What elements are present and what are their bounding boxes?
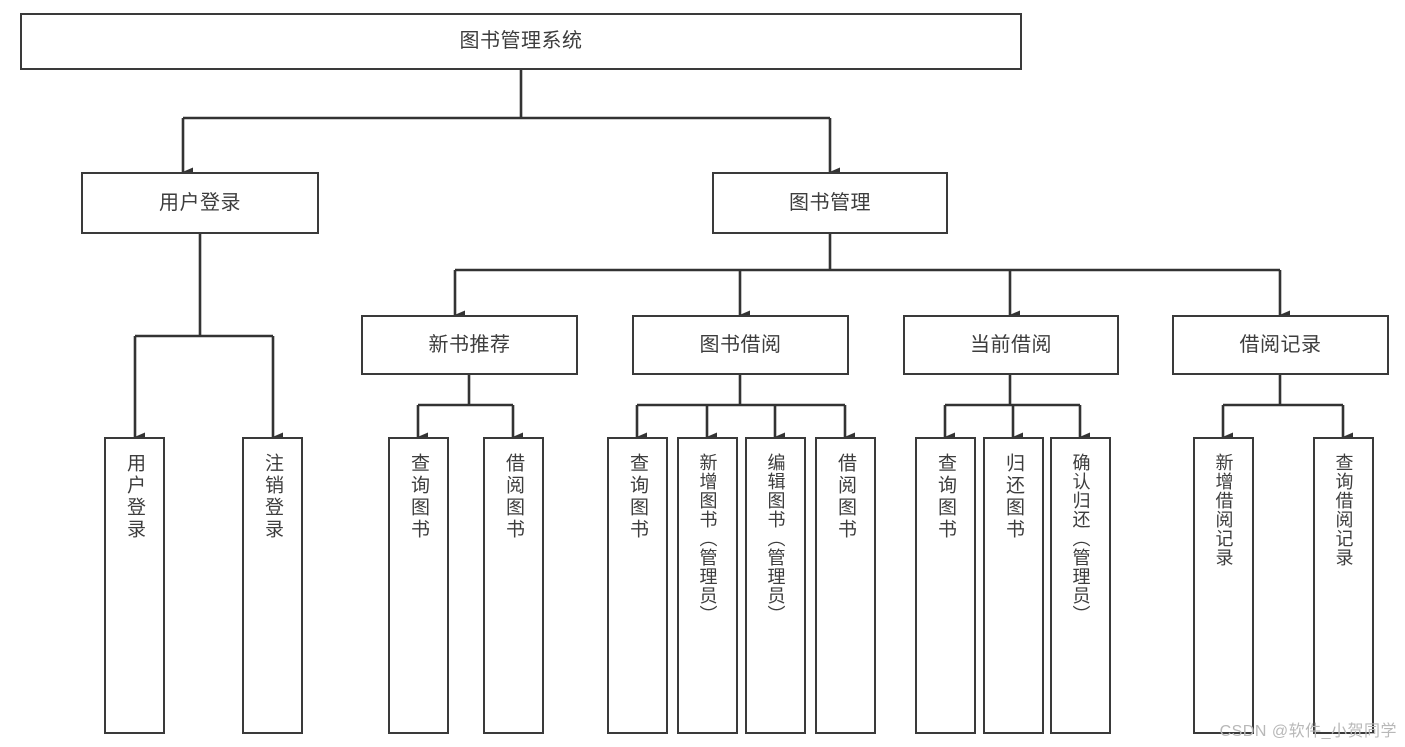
- node-label: 查询图书: [408, 453, 429, 541]
- leaf-borrow-book-recommend[interactable]: 借阅图书: [483, 437, 544, 734]
- node-label: 编辑图书（管理员）: [765, 453, 786, 624]
- leaf-return-book[interactable]: 归还图书: [983, 437, 1044, 734]
- leaf-edit-book-admin[interactable]: 编辑图书（管理员）: [745, 437, 806, 734]
- node-book-management[interactable]: 图书管理: [712, 172, 948, 234]
- leaf-query-book-recommend[interactable]: 查询图书: [388, 437, 449, 734]
- leaf-confirm-return-admin[interactable]: 确认归还（管理员）: [1050, 437, 1111, 734]
- watermark-text: CSDN @软件_小贺同学: [1219, 723, 1397, 740]
- node-label: 图书借阅: [699, 333, 782, 356]
- node-label: 新书推荐: [428, 333, 511, 356]
- node-user-login[interactable]: 用户登录: [81, 172, 319, 234]
- node-label: 借阅图书: [503, 453, 524, 541]
- node-label: 查询图书: [935, 453, 956, 541]
- node-label: 借阅记录: [1239, 333, 1322, 356]
- node-borrow-record[interactable]: 借阅记录: [1172, 315, 1389, 375]
- node-label: 注销登录: [262, 453, 283, 541]
- node-new-book-recommend[interactable]: 新书推荐: [361, 315, 578, 375]
- node-label: 借阅图书: [835, 453, 856, 541]
- node-root-system[interactable]: 图书管理系统: [20, 13, 1022, 70]
- node-label: 新增图书（管理员）: [697, 453, 718, 624]
- node-label: 用户登录: [124, 453, 145, 541]
- node-label: 新增借阅记录: [1213, 453, 1234, 567]
- leaf-query-book-current[interactable]: 查询图书: [915, 437, 976, 734]
- leaf-add-borrow-record[interactable]: 新增借阅记录: [1193, 437, 1254, 734]
- leaf-query-book-borrow[interactable]: 查询图书: [607, 437, 668, 734]
- node-label: 查询借阅记录: [1333, 453, 1354, 567]
- node-label: 用户登录: [159, 191, 241, 214]
- node-label: 查询图书: [627, 453, 648, 541]
- leaf-user-login[interactable]: 用户登录: [104, 437, 165, 734]
- leaf-logout-login[interactable]: 注销登录: [242, 437, 303, 734]
- node-label: 确认归还（管理员）: [1070, 453, 1091, 624]
- node-book-borrow[interactable]: 图书借阅: [632, 315, 849, 375]
- node-label: 归还图书: [1003, 453, 1024, 541]
- leaf-borrow-book[interactable]: 借阅图书: [815, 437, 876, 734]
- node-label: 当前借阅: [970, 333, 1052, 356]
- leaf-query-borrow-record[interactable]: 查询借阅记录: [1313, 437, 1374, 734]
- node-label: 图书管理: [789, 191, 871, 214]
- node-current-borrow[interactable]: 当前借阅: [903, 315, 1119, 375]
- leaf-add-book-admin[interactable]: 新增图书（管理员）: [677, 437, 738, 734]
- connector-lines: [133, 70, 1353, 442]
- node-label: 图书管理系统: [459, 30, 583, 52]
